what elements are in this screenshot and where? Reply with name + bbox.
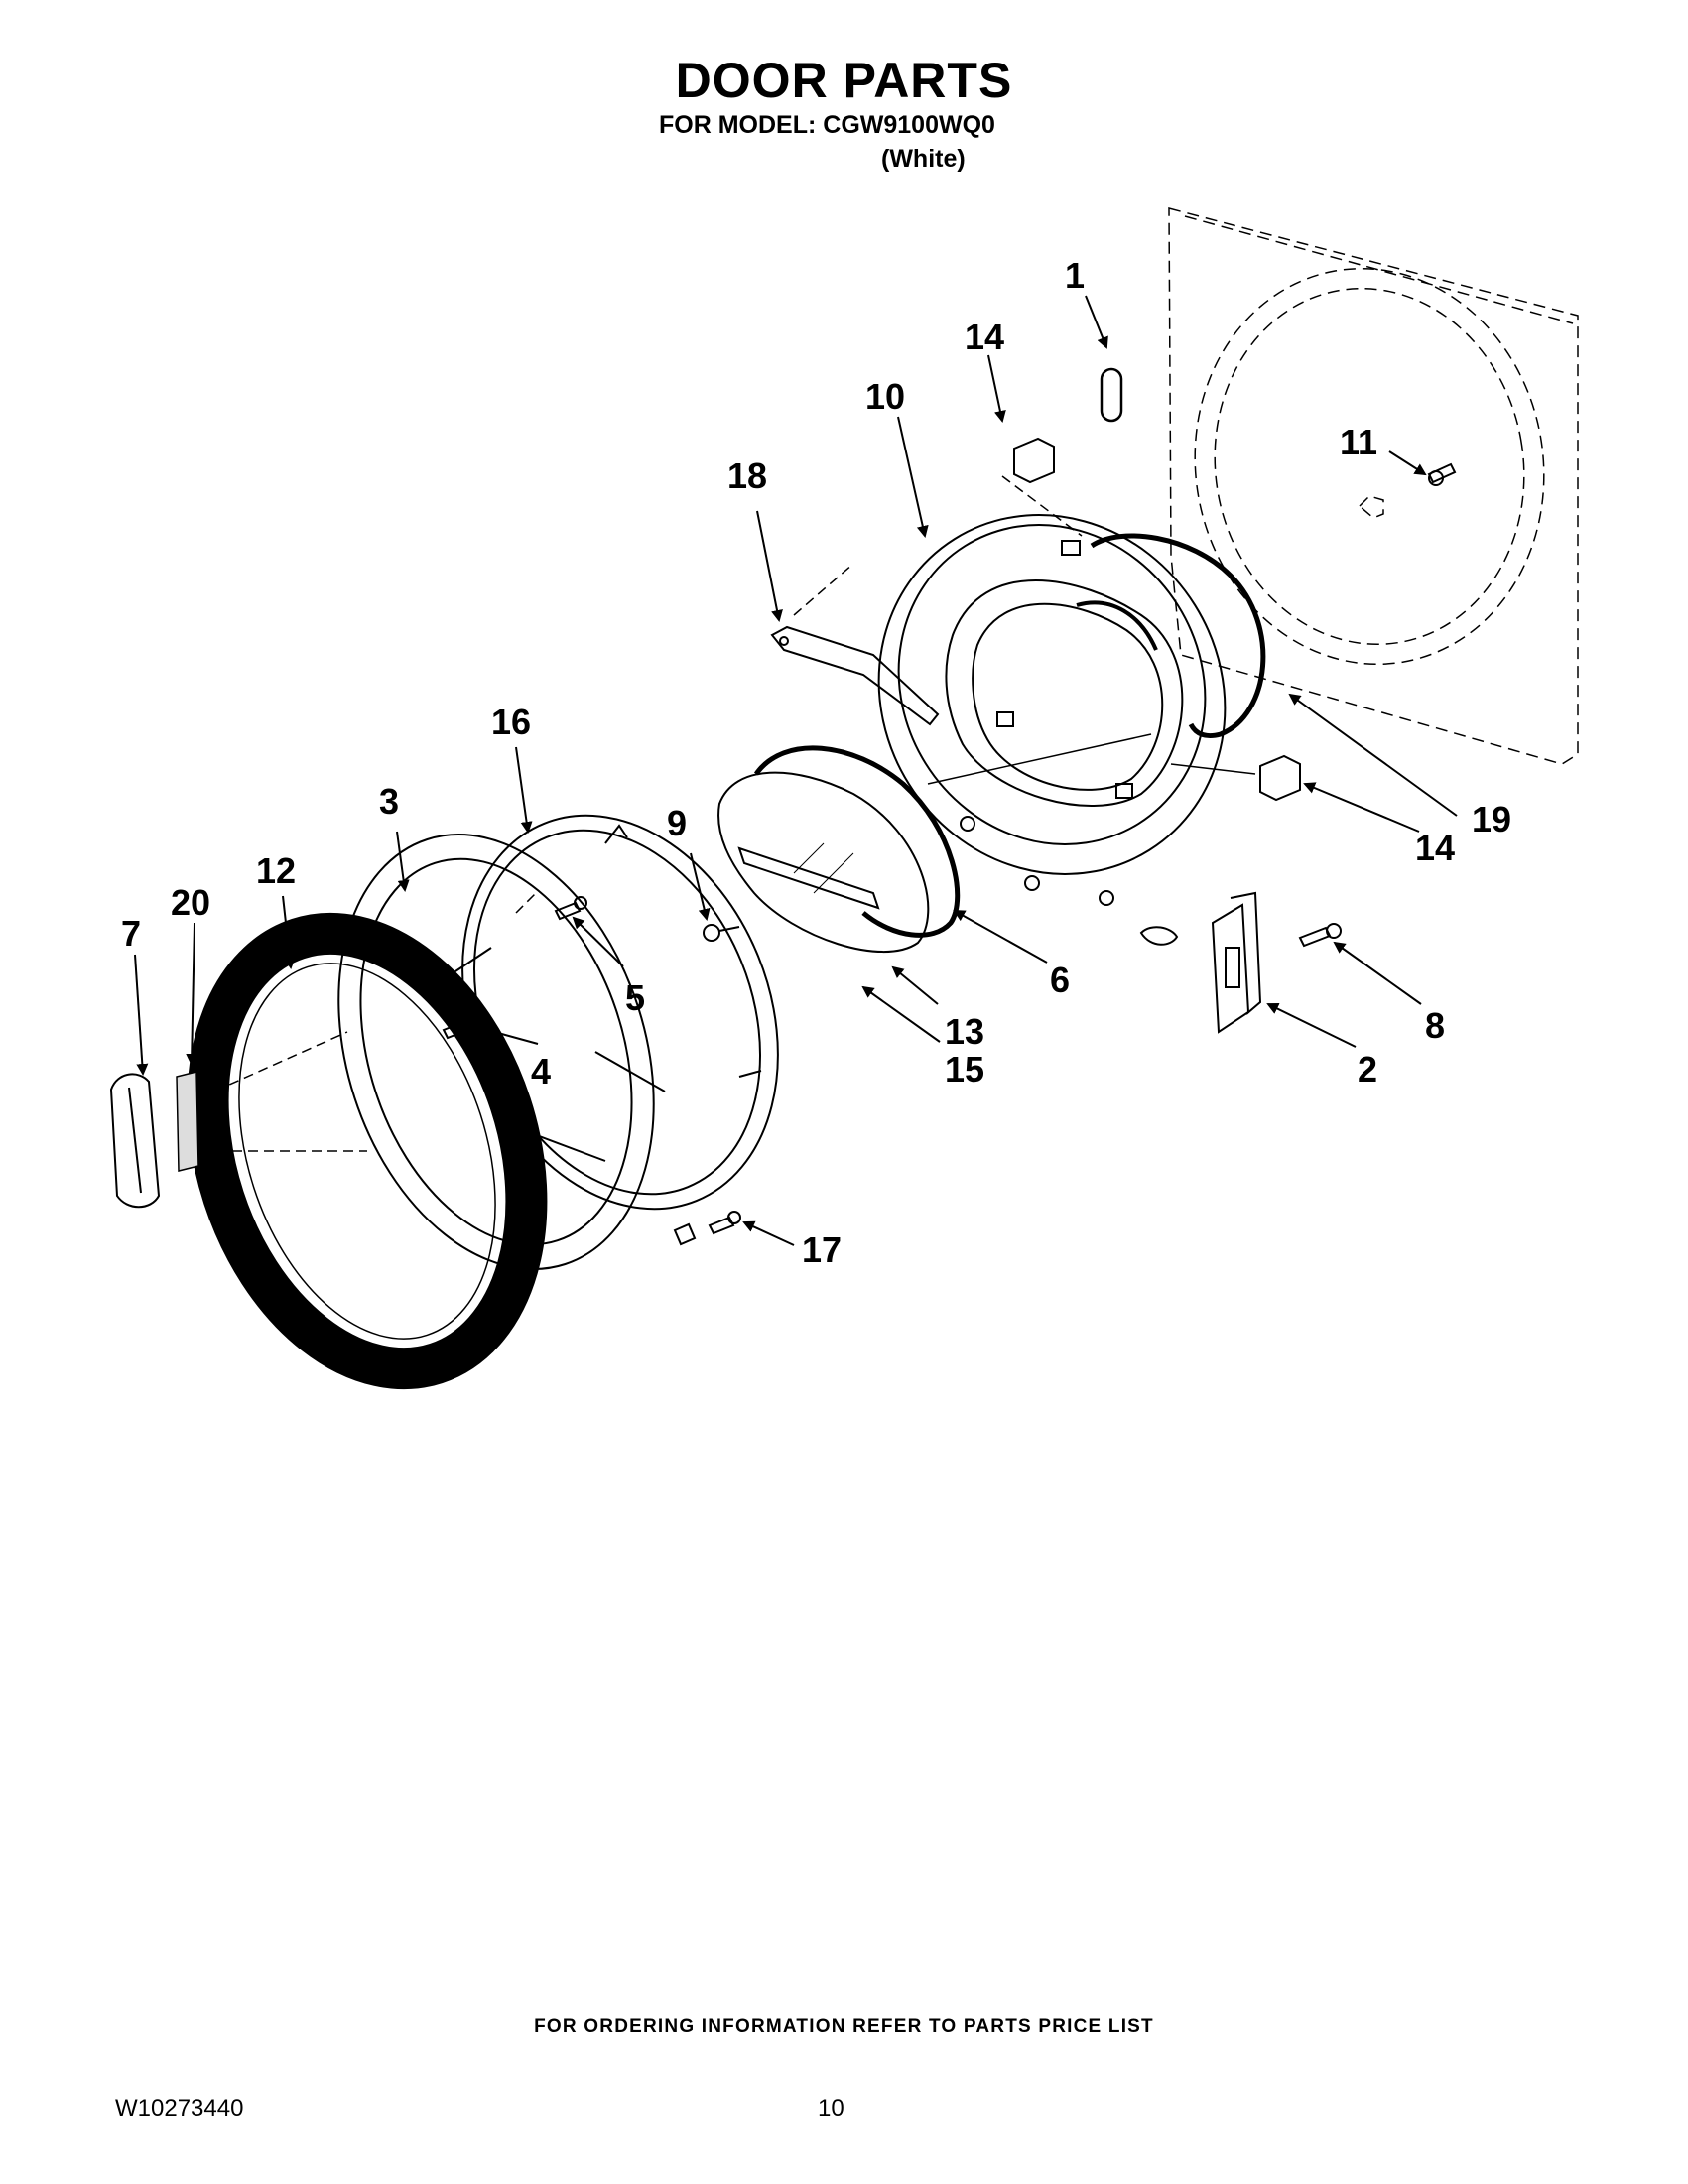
front-panel	[1168, 207, 1579, 765]
callout-10: 10	[865, 376, 905, 417]
glass-part-13	[717, 771, 930, 954]
screw-part-17	[673, 1211, 741, 1246]
callout-4: 4	[531, 1051, 551, 1092]
callout-16: 16	[491, 702, 531, 742]
clip-part-14-bottom	[1259, 754, 1301, 802]
document-number: W10273440	[115, 2095, 244, 2121]
callout-14-bottom: 14	[1415, 828, 1455, 868]
screw-part-4	[442, 1015, 475, 1040]
outer-frame-part-3	[337, 834, 666, 1270]
callout-3: 3	[379, 781, 399, 822]
callout-19: 19	[1472, 799, 1511, 839]
color-line: (White)	[881, 145, 966, 173]
model-line: FOR MODEL: CGW9100WQ0	[659, 111, 995, 139]
assembly-lines	[199, 475, 1083, 1152]
page-number: 10	[818, 2095, 844, 2121]
callout-8: 8	[1425, 1005, 1445, 1046]
clip-part-14-top	[1013, 437, 1055, 484]
callout-18: 18	[727, 455, 767, 496]
callout-11: 11	[1340, 422, 1377, 462]
trim-ring-part-12	[187, 912, 548, 1390]
screw-part-8	[1298, 923, 1342, 948]
callout-9: 9	[667, 803, 687, 843]
callout-2: 2	[1358, 1049, 1377, 1090]
page-title: DOOR PARTS	[675, 53, 1013, 108]
callout-12: 12	[256, 850, 296, 891]
callout-5: 5	[625, 977, 645, 1018]
inner-door-panel	[877, 514, 1227, 946]
callout-7: 7	[121, 913, 141, 954]
callout-20: 20	[171, 882, 210, 923]
hinge-part-2	[1211, 891, 1262, 1034]
strike-part-18	[770, 625, 940, 726]
ordering-info-note: FOR ORDERING INFORMATION REFER TO PARTS …	[534, 2016, 1154, 2037]
screw-part-5	[554, 896, 587, 921]
callout-labels: 1 14 10 18 11 19 14 8 2 6 13 15 9 5 4 16…	[121, 255, 1511, 1270]
callout-17: 17	[802, 1229, 842, 1270]
label-part-20	[176, 1071, 199, 1172]
callout-6: 6	[1050, 960, 1070, 1000]
callout-13: 13	[945, 1011, 984, 1052]
bracket-part-15	[737, 846, 880, 910]
handle-part-7	[109, 1073, 161, 1209]
gasket-part-19	[1076, 533, 1266, 739]
part-1-oval	[1100, 367, 1123, 423]
callout-1: 1	[1065, 255, 1085, 296]
callout-15: 15	[945, 1049, 984, 1090]
leader-lines	[927, 733, 1256, 785]
gasket-part-6	[753, 745, 961, 938]
callout-arrows	[134, 295, 1458, 1246]
screw-part-11	[1427, 462, 1457, 486]
screw-part-9	[703, 924, 740, 942]
callout-14-top: 14	[965, 317, 1004, 357]
